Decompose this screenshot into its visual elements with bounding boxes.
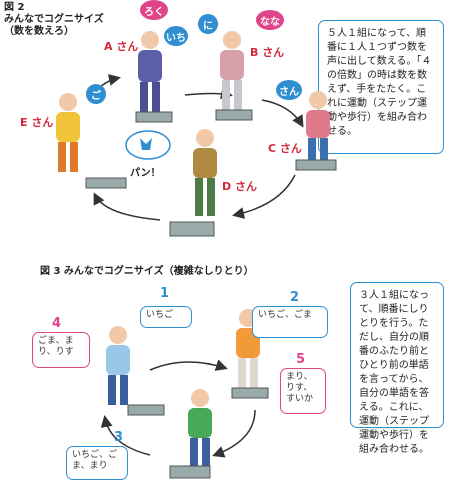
person-d-figure <box>169 129 217 237</box>
word-bubble-1: いちご <box>140 306 192 328</box>
person-e-figure <box>56 93 127 189</box>
name-b: B さん <box>250 46 285 59</box>
fig2-label: 図 2 <box>4 2 25 13</box>
bubble-roku: ろく <box>140 0 168 20</box>
bubble-ni: に <box>198 14 218 34</box>
name-a: A さん <box>104 40 139 53</box>
number-1: 1 <box>160 286 170 301</box>
person-a-figure <box>135 31 173 123</box>
person-3-figure <box>169 389 212 479</box>
fig2-title-line2: （数を数えろ） <box>4 26 74 37</box>
name-d: D さん <box>222 180 257 193</box>
bubble-ichi: いち <box>164 26 188 46</box>
number-4: 4 <box>52 316 62 331</box>
fig3-title: 図 3 みんなでコグニサイズ（複雑なしりとり） <box>40 266 254 277</box>
bubble-nana: なな <box>256 10 284 30</box>
person-c-figure <box>295 91 337 171</box>
fig2-explanation-text: ５人１組になって、順番に１人１つずつ数を声に出して数える。「４の倍数」の時は数を… <box>327 28 432 137</box>
person-1-figure <box>106 326 165 416</box>
bubble-san: さん <box>276 80 302 100</box>
person-b-figure <box>215 31 253 121</box>
number-5: 5 <box>296 352 306 367</box>
name-e: E さん <box>20 116 54 129</box>
fig2-explanation-box: ５人１組になって、順番に１人１つずつ数を声に出して数える。「４の倍数」の時は数を… <box>318 20 444 154</box>
clap-hands-icon <box>140 138 152 150</box>
word-bubble-2: いちご、ごま <box>252 306 328 338</box>
word-bubble-3: いちご、ごま、まり <box>66 446 128 480</box>
fig3-explanation-box: ３人１組になって、順番にしりとりを行う。ただし、自分の順番のふたり前とひとり前の… <box>350 282 444 455</box>
name-c: C さん <box>268 142 302 155</box>
word-bubble-4: ごま、まり、りす <box>32 332 90 368</box>
number-3: 3 <box>114 430 124 445</box>
fig3-explanation-text: ３人１組になって、順番にしりとりを行う。ただし、自分の順番のふたり前とひとり前の… <box>359 290 429 455</box>
word-bubble-5: まり、りす、すいか <box>280 368 326 414</box>
clap-text: パン！ <box>130 168 161 179</box>
fig2-title-line1: みんなでコグニサイズ <box>4 14 104 25</box>
bubble-go: ご <box>86 84 106 104</box>
number-2: 2 <box>290 290 300 305</box>
